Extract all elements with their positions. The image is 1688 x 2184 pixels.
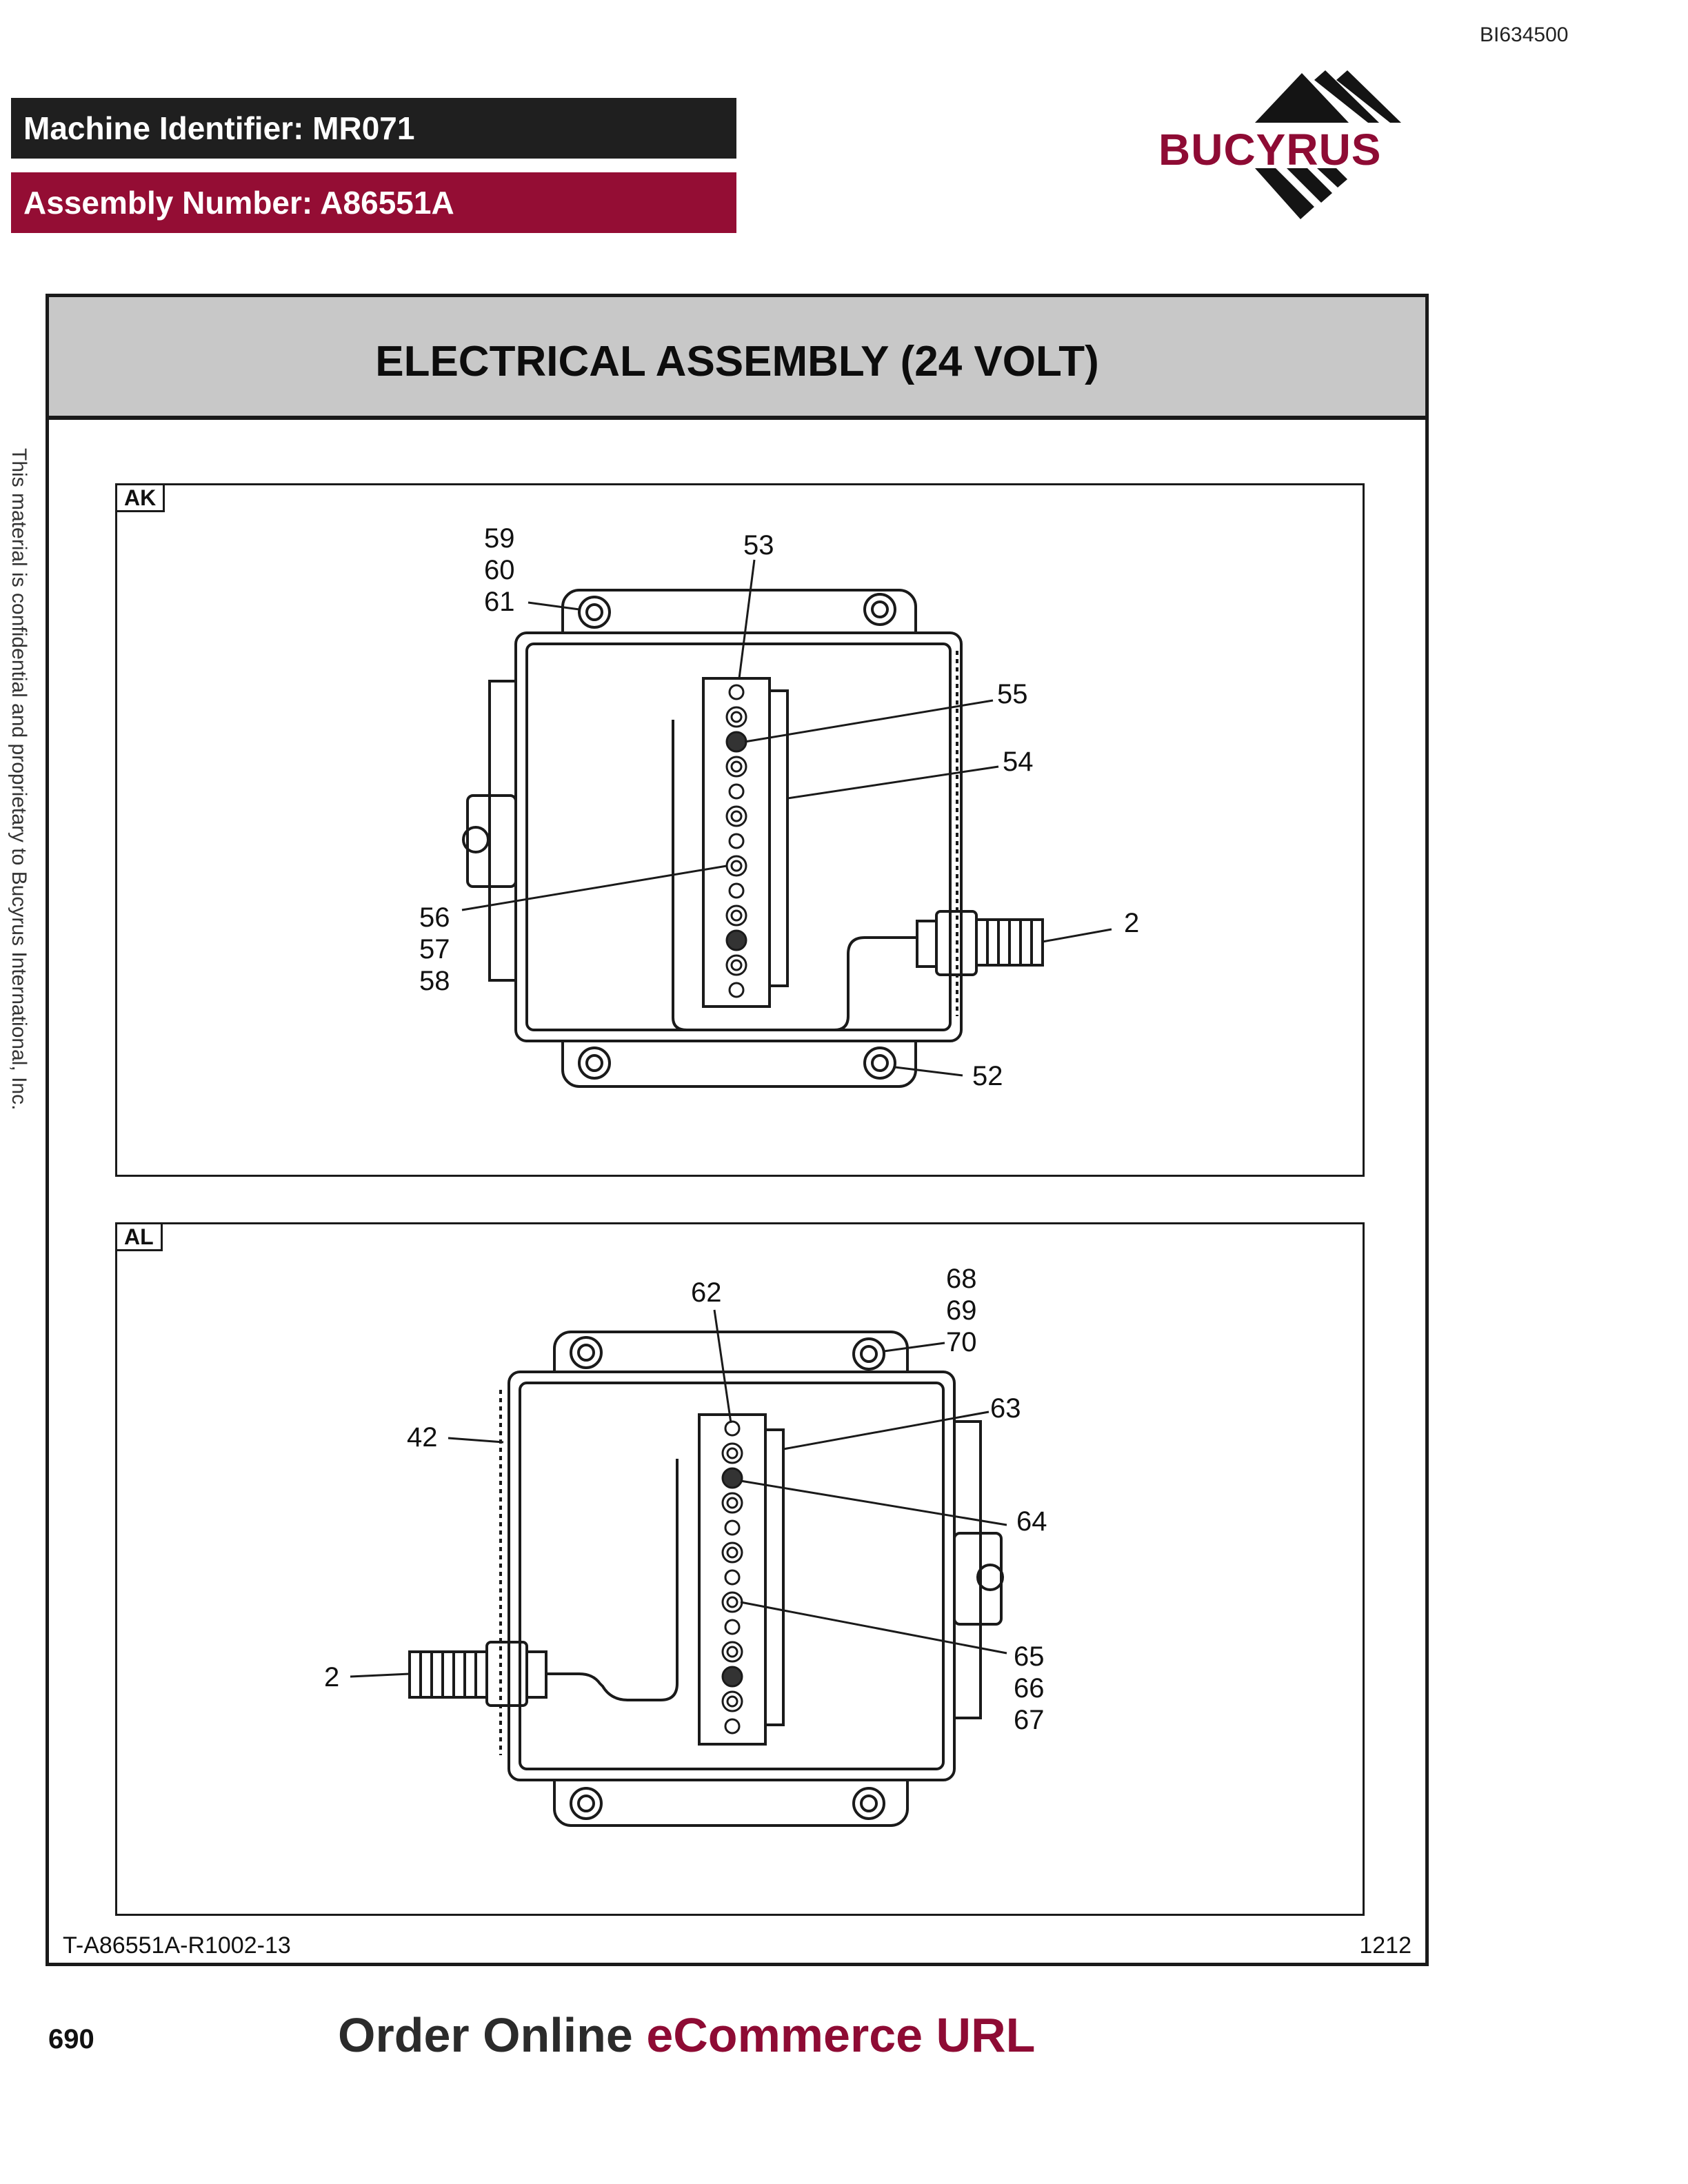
view-ak-panel: 59 60 61 53 55 54 2 56 57 58 52 AK: [115, 483, 1365, 1177]
logo-text: BUCYRUS: [1158, 125, 1382, 174]
callout-label: 60: [484, 555, 515, 585]
order-online-link[interactable]: Order Online eCommerce URL: [338, 2008, 1035, 2063]
callout-label: 55: [997, 679, 1028, 709]
callout-label: 2: [324, 1662, 339, 1692]
bucyrus-logo: BUCYRUS: [1152, 66, 1441, 239]
title-bar: ELECTRICAL ASSEMBLY (24 VOLT): [49, 297, 1425, 420]
callout-label: 64: [1016, 1506, 1047, 1537]
callout-label: 63: [990, 1393, 1021, 1424]
sheet-number: 1212: [1359, 1932, 1411, 1959]
view-ak-callouts: 59 60 61 53 55 54 2 56 57 58 52: [419, 523, 1139, 1091]
callout-label: 52: [972, 1061, 1003, 1091]
callout-label: 53: [743, 530, 774, 560]
callout-label: 66: [1014, 1673, 1045, 1703]
page-number: 690: [48, 2024, 94, 2054]
document-id: BI634500: [1480, 23, 1569, 46]
machine-identifier-band: Machine Identifier: MR071: [11, 98, 736, 159]
order-online-text[interactable]: Order Online: [338, 2008, 633, 2062]
callout-label: 42: [407, 1422, 438, 1453]
view-al-callouts: 62 68 69 70 63 42 64 65 66 67 2: [324, 1264, 1047, 1735]
drawing-frame: ELECTRICAL ASSEMBLY (24 VOLT): [46, 294, 1429, 1966]
callout-label: 56: [419, 902, 450, 933]
view-tag: AK: [117, 485, 165, 512]
terminal-strip-al: [721, 1420, 743, 1735]
callout-label: 59: [484, 523, 515, 554]
logo-mark-icon: [1255, 70, 1401, 219]
callout-label: 58: [419, 966, 450, 996]
view-ak-drawing: 59 60 61 53 55 54 2 56 57 58 52: [419, 523, 1139, 1091]
page-title: ELECTRICAL ASSEMBLY (24 VOLT): [375, 338, 1099, 385]
callout-label: 62: [691, 1277, 722, 1308]
callout-label: 69: [946, 1295, 977, 1326]
callout-label: 67: [1014, 1705, 1045, 1735]
callout-label: 65: [1014, 1641, 1045, 1672]
callout-label: 70: [946, 1327, 977, 1357]
confidentiality-note: This material is confidential and propri…: [8, 448, 30, 1111]
callout-label: 54: [1003, 747, 1034, 777]
callout-label: 57: [419, 934, 450, 964]
drawing-reference: T-A86551A-R1002-13: [63, 1932, 291, 1959]
view-al-drawing: 62 68 69 70 63 42 64 65 66 67 2: [324, 1264, 1047, 1827]
view-tag: AL: [117, 1224, 163, 1251]
callout-label: 68: [946, 1264, 977, 1294]
assembly-number-band: Assembly Number: A86551A: [11, 172, 736, 233]
callout-label: 2: [1124, 908, 1139, 938]
ecommerce-url-text[interactable]: eCommerce URL: [646, 2008, 1036, 2062]
callout-label: 61: [484, 587, 515, 617]
view-al-panel: 62 68 69 70 63 42 64 65 66 67 2 AL: [115, 1222, 1365, 1916]
